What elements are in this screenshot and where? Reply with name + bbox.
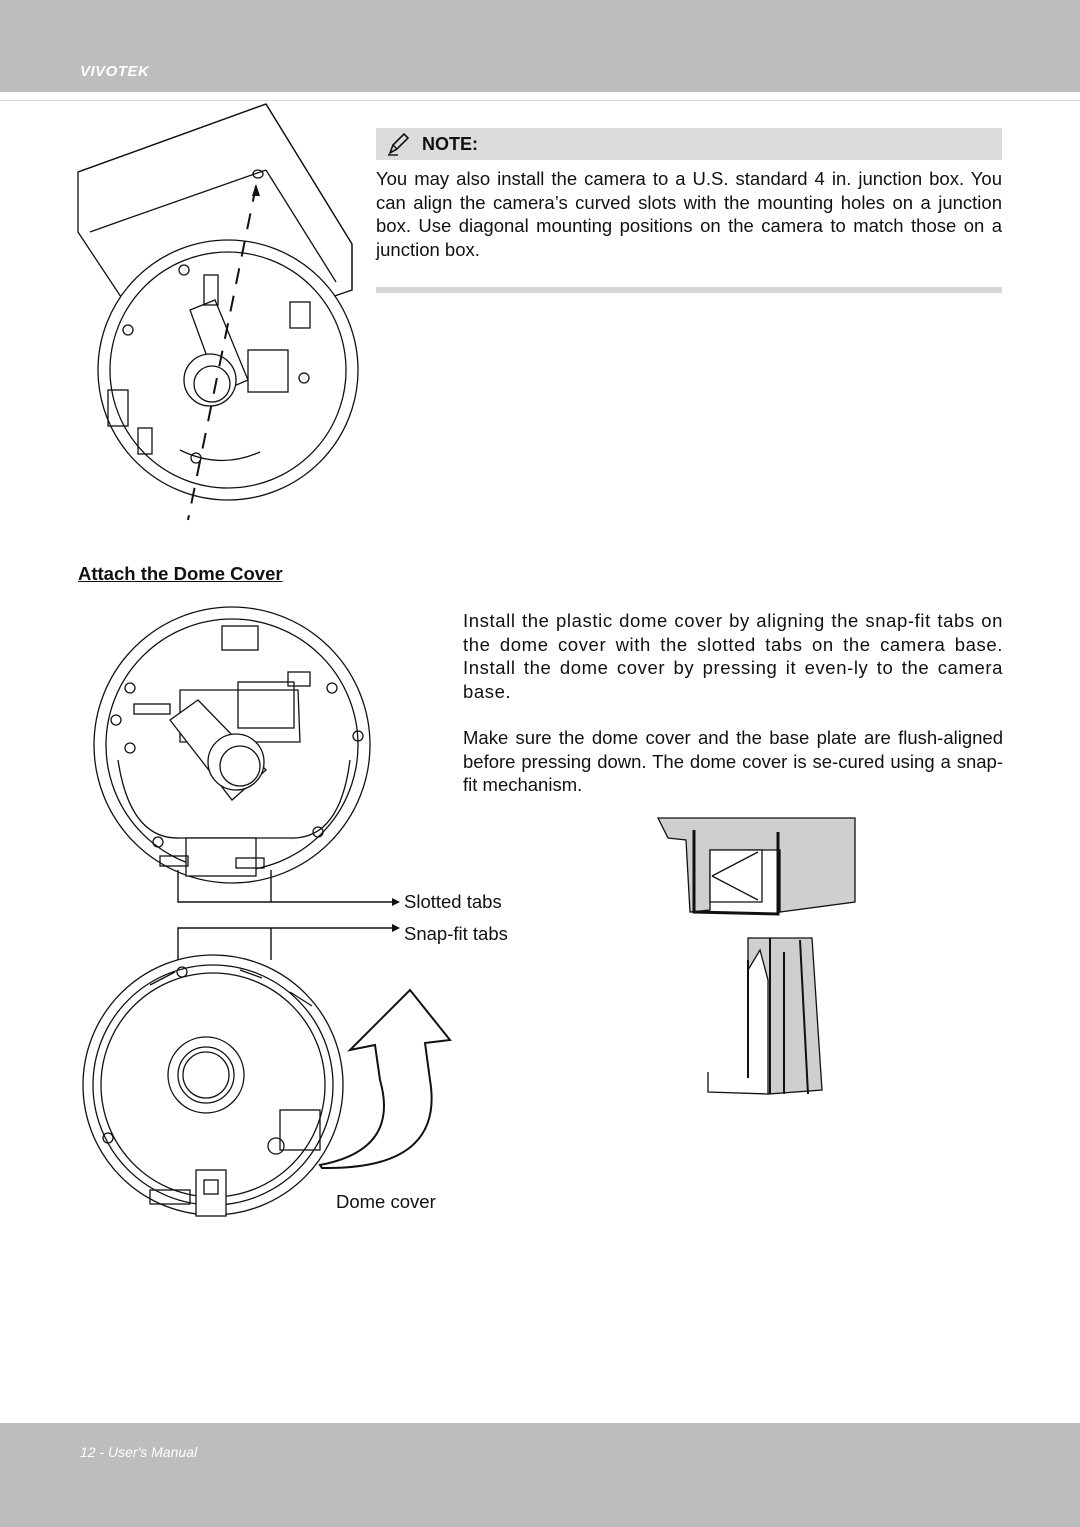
header-bar (0, 0, 1080, 92)
snap-fit-tabs-label: Snap-fit tabs (404, 923, 508, 944)
pencil-icon (388, 132, 410, 156)
brand-logo: VIVOTEK (80, 63, 150, 80)
dome-cover-label: Dome cover (336, 1191, 436, 1212)
header-divider (0, 100, 1080, 101)
note-text: You may also install the camera to a U.S… (376, 168, 1002, 260)
note-box: NOTE: (376, 128, 1002, 160)
footer-bar (0, 1423, 1080, 1527)
note-divider (376, 287, 1002, 293)
section-heading: Attach the Dome Cover (78, 563, 283, 584)
instruction-paragraph-2: Make sure the dome cover and the base pl… (463, 727, 1003, 795)
page-number: 12 - User's Manual (80, 1444, 198, 1460)
slotted-tabs-label: Slotted tabs (404, 891, 502, 912)
note-label: NOTE: (422, 134, 478, 154)
instruction-paragraph-1: Install the plastic dome cover by aligni… (463, 610, 1003, 702)
